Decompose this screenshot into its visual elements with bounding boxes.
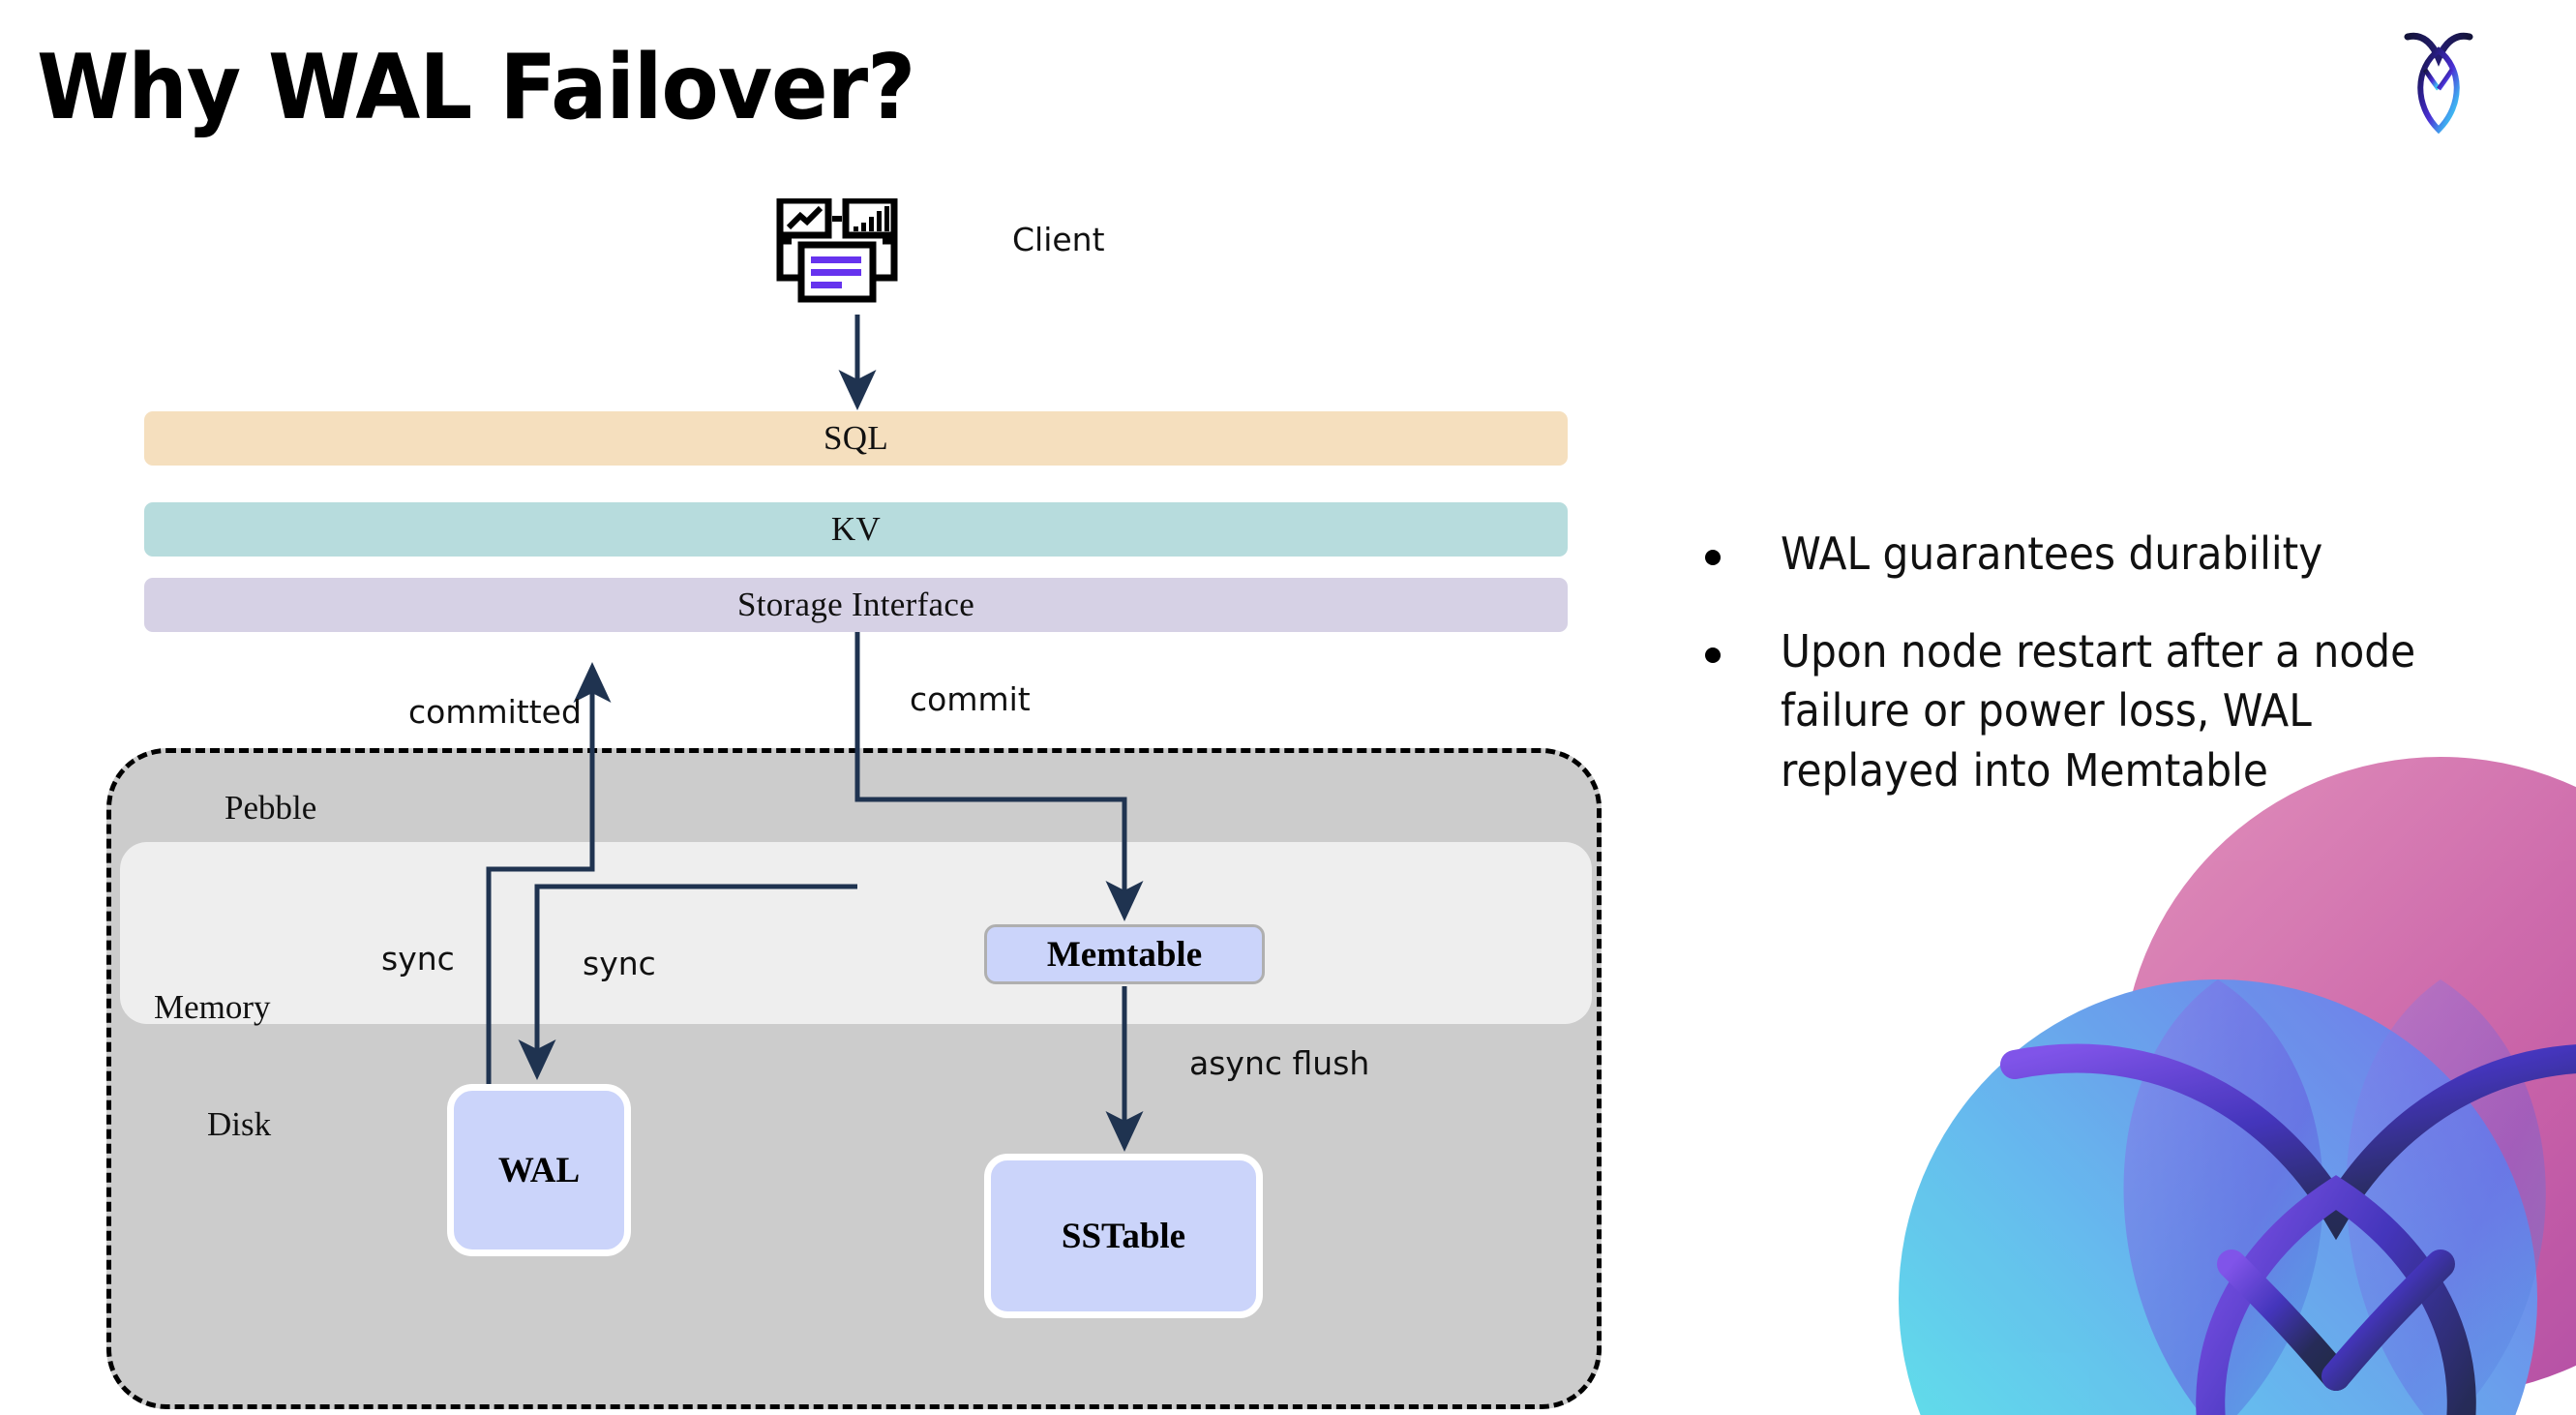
memory-label: Memory <box>154 988 271 1026</box>
bullet-list: WAL guarantees durability Upon node rest… <box>1705 525 2537 839</box>
list-item: Upon node restart after a node failure o… <box>1705 622 2537 800</box>
client-dashboard-icon <box>774 196 929 315</box>
edge-label-committed: committed <box>408 693 582 731</box>
cockroach-leaf-watermark-icon <box>1899 757 2576 1415</box>
component-label-wal: WAL <box>497 1150 581 1190</box>
layer-bar-sql: SQL <box>144 411 1568 466</box>
bullet-dot-icon <box>1705 647 1721 664</box>
edge-label-commit: commit <box>910 680 1031 718</box>
layer-label-storage-interface: Storage Interface <box>736 586 975 623</box>
layer-label-sql: SQL <box>823 419 889 457</box>
component-wal: WAL <box>447 1084 631 1256</box>
edge-label-sync-down: sync <box>583 945 656 982</box>
disk-label: Disk <box>207 1105 272 1143</box>
memory-region <box>120 842 1592 1024</box>
bullet-dot-icon <box>1705 550 1721 565</box>
component-label-memtable: Memtable <box>1046 934 1203 975</box>
component-label-sstable: SSTable <box>1061 1216 1186 1256</box>
pebble-label: Pebble <box>225 789 317 827</box>
layer-bar-kv: KV <box>144 502 1568 557</box>
bullet-text: Upon node restart after a node failure o… <box>1781 625 2416 797</box>
layer-label-kv: KV <box>830 510 882 548</box>
list-item: WAL guarantees durability <box>1705 525 2537 584</box>
component-sstable: SSTable <box>984 1154 1263 1318</box>
edge-label-async-flush: async flush <box>1189 1044 1370 1082</box>
client-label: Client <box>1012 221 1105 258</box>
component-memtable: Memtable <box>984 924 1265 984</box>
cockroach-leaf-logo-icon <box>2404 21 2473 135</box>
page-title: Why WAL Failover? <box>37 35 915 139</box>
layer-bar-storage-interface: Storage Interface <box>144 578 1568 632</box>
edge-label-sync-up: sync <box>381 940 455 978</box>
bullet-text: WAL guarantees durability <box>1781 527 2323 580</box>
